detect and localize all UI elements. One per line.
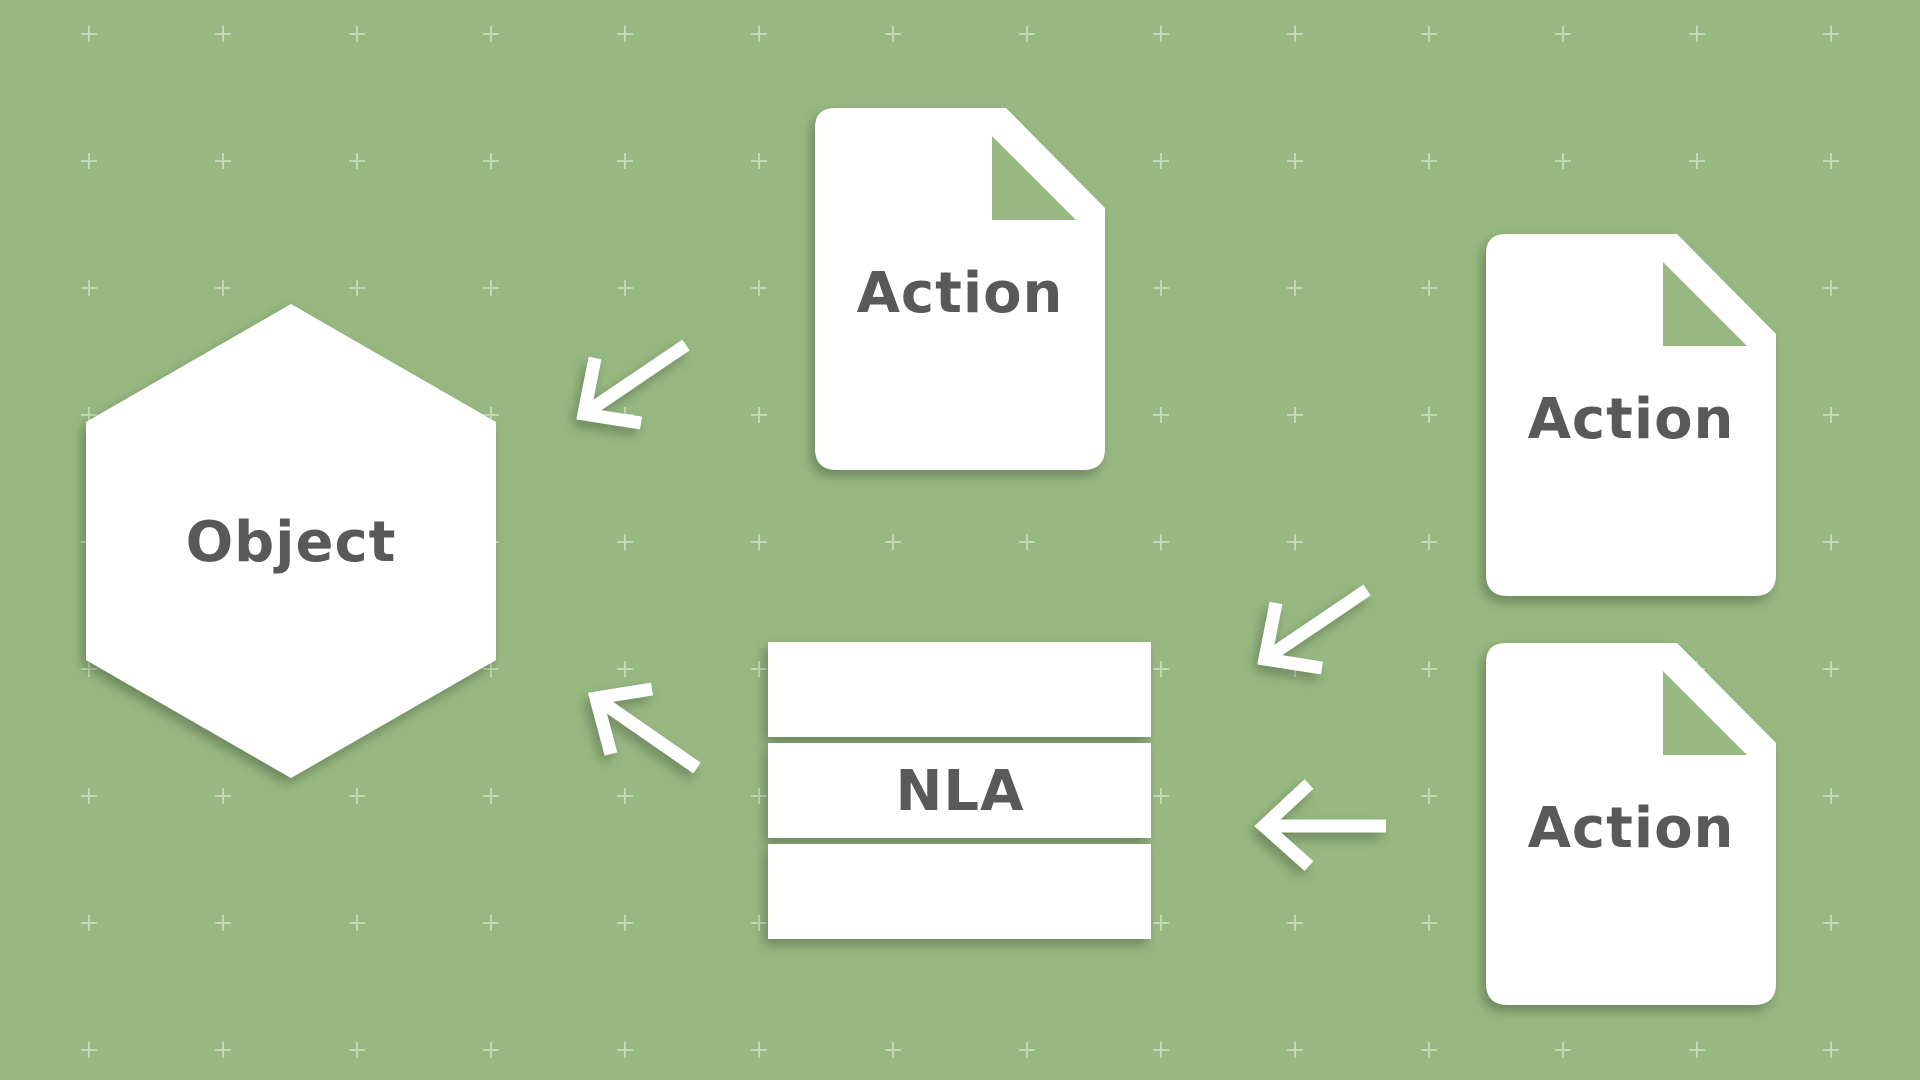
arrow-head (587, 682, 654, 756)
object-label: Object (186, 510, 397, 575)
action-label-2: Action (1528, 387, 1735, 452)
arrow-head (1257, 601, 1324, 675)
nla-track-top (768, 642, 1151, 737)
hexagon-shape (86, 304, 496, 778)
document-fold-corner (992, 136, 1076, 220)
action-label-1: Action (857, 261, 1064, 326)
arrow-nla-to-object (592, 692, 701, 774)
nla-track-middle (768, 743, 1151, 838)
document-fold-corner (1663, 262, 1747, 346)
nla-label: NLA (896, 759, 1025, 824)
arrow-action-to-object (580, 339, 690, 420)
nla-track-bottom (768, 844, 1151, 939)
document-fold-corner (1663, 671, 1747, 755)
arrows (576, 339, 1386, 871)
nla-node (768, 642, 1151, 939)
arrow-head (1254, 779, 1314, 871)
object-node (86, 304, 496, 778)
action-label-3: Action (1528, 796, 1735, 861)
arrow-action-to-nla-upper (1261, 584, 1371, 665)
arrow-head (576, 356, 643, 430)
